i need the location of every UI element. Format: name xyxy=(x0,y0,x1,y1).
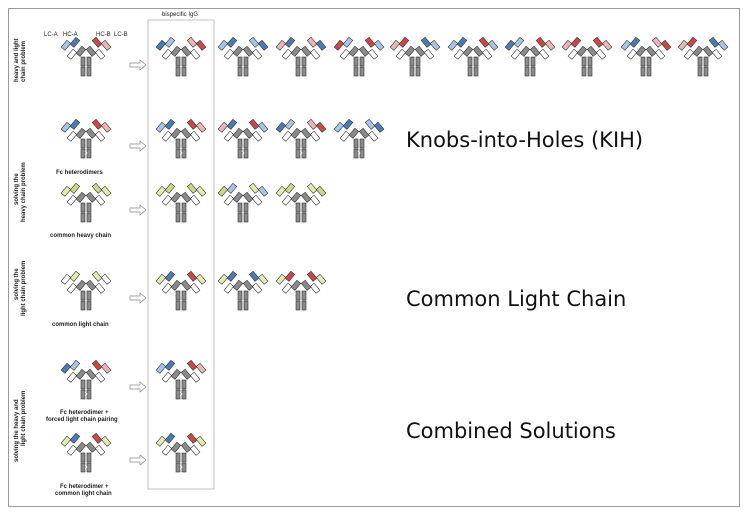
kih-product-3-glyph xyxy=(275,118,327,159)
row1-combination-5 xyxy=(389,36,441,77)
row1-combination-8 xyxy=(561,36,613,77)
caption-fc-common-1: Fc heterodimer + xyxy=(60,484,109,490)
row1-combination-3 xyxy=(275,36,327,77)
caption-common-light-chain: common light chain xyxy=(52,322,109,328)
caption-fc-heterodimers: Fc heterodimers xyxy=(56,170,103,176)
row-label-3a: solving the xyxy=(14,268,20,300)
common-heavy-product-2-glyph xyxy=(217,182,269,223)
row-label-2b: heavy chain problem xyxy=(21,162,27,222)
bispecific-igg-column-box xyxy=(147,19,215,490)
clc-product-2-glyph xyxy=(217,270,269,311)
bispecific-igg-title: bispecific IgG xyxy=(162,12,198,18)
hc-b-label: HC-B xyxy=(96,32,111,38)
row-label-2a: solving the xyxy=(14,173,20,205)
fc-common-lc-product-glyph xyxy=(155,432,207,473)
clc-product-3-glyph xyxy=(275,270,327,311)
caption-common-heavy-chain: common heavy chain xyxy=(50,233,111,239)
row1-combination-10 xyxy=(677,36,729,77)
row-label-1a: heavy and light xyxy=(14,38,20,82)
parental-chains-glyph xyxy=(60,36,112,77)
solution-label-kih: Knobs-into-Holes (KIH) xyxy=(406,128,644,152)
arrow-row-1 xyxy=(129,59,147,71)
common-heavy-chain-input-glyph xyxy=(60,182,112,223)
row1-combination-6 xyxy=(447,36,499,77)
caption-fc-forced-2: forced light chain pairing xyxy=(46,417,118,423)
kih-product-4-glyph xyxy=(333,118,385,159)
common-heavy-product-1-glyph xyxy=(155,182,207,223)
row-label-1b: chain problem xyxy=(21,41,27,82)
common-heavy-product-3-glyph xyxy=(275,182,327,223)
solution-label-combined: Combined Solutions xyxy=(406,419,616,443)
row1-combination-1 xyxy=(155,36,207,77)
figure-frame xyxy=(8,8,740,507)
clc-product-1-glyph xyxy=(155,270,207,311)
row1-combination-9 xyxy=(620,36,672,77)
common-light-chain-input-glyph xyxy=(60,270,112,311)
row-label-4a: solving the heavy and xyxy=(14,399,20,462)
arrow-row-2a xyxy=(129,140,147,152)
solution-label-common-light-chain: Common Light Chain xyxy=(406,287,627,311)
lc-a-label: LC-A xyxy=(44,32,58,38)
kih-correct-product-glyph xyxy=(155,118,207,159)
hc-a-label: HC-A xyxy=(63,32,78,38)
row1-combination-7 xyxy=(504,36,556,77)
arrow-row-4b xyxy=(129,454,147,466)
fc-heterodimer-input-glyph xyxy=(60,118,112,159)
row1-combination-4 xyxy=(333,36,385,77)
kih-product-2-glyph xyxy=(217,118,269,159)
arrow-row-2b xyxy=(129,204,147,216)
row1-combination-2 xyxy=(217,36,269,77)
row-label-3b: light chain problem xyxy=(21,261,27,316)
caption-fc-forced-1: Fc heterodimer + xyxy=(60,410,109,416)
fc-forced-lc-product-glyph xyxy=(155,359,207,400)
lc-b-label: LC-B xyxy=(114,32,128,38)
arrow-row-4a xyxy=(129,381,147,393)
caption-fc-common-2: common light chain xyxy=(55,491,112,497)
fc-forced-lc-input-glyph xyxy=(60,359,112,400)
row-label-4b: light chain problem xyxy=(21,391,27,446)
arrow-row-3 xyxy=(129,292,147,304)
fc-common-lc-input-glyph xyxy=(60,432,112,473)
